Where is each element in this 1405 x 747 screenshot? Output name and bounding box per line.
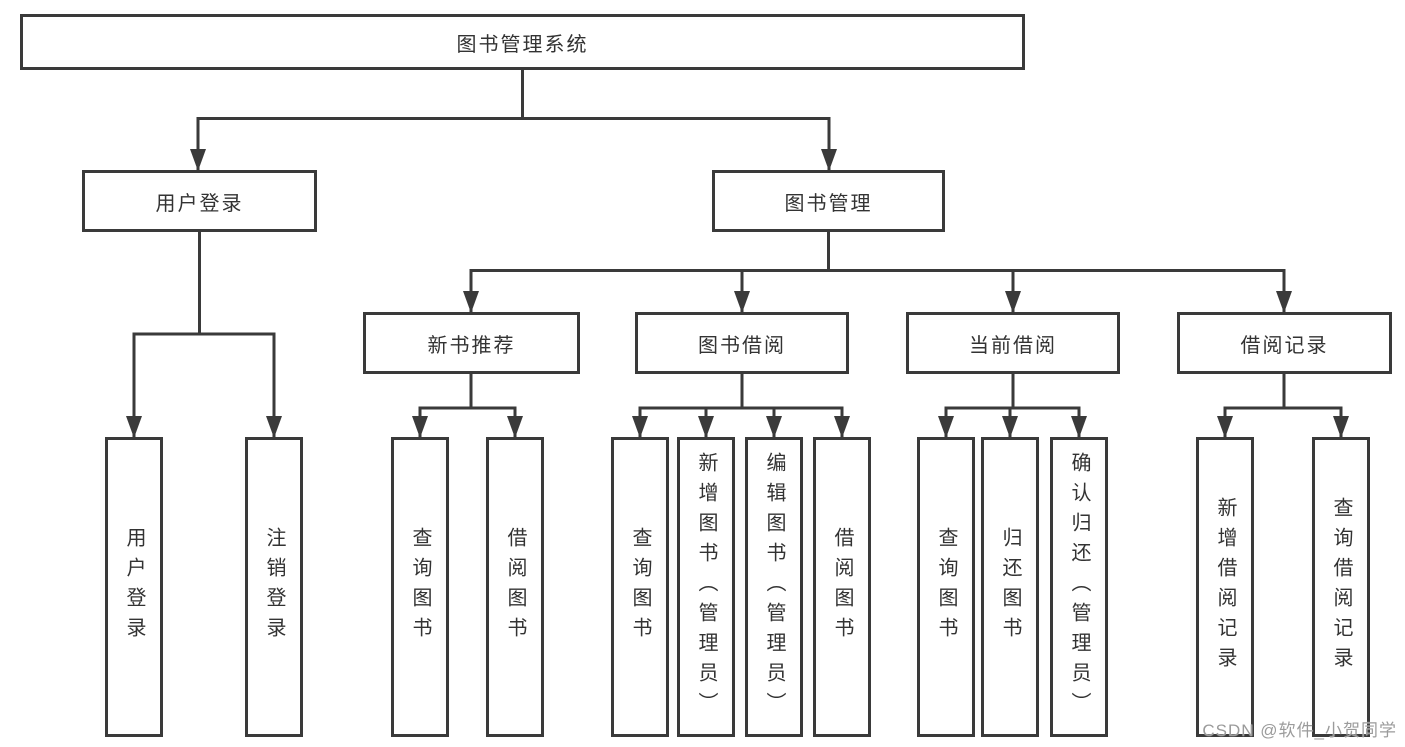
- node-new-book-recommendation: 新书推荐: [363, 312, 580, 374]
- leaf-borrowing-add-books-admin-label: 新增图书（管理员）: [695, 452, 717, 722]
- node-borrowing-records: 借阅记录: [1177, 312, 1392, 374]
- node-user-login-label: 用户登录: [155, 192, 244, 215]
- leaf-records-query-record-label: 查询借阅记录: [1330, 497, 1352, 677]
- leaf-records-query-record: 查询借阅记录: [1312, 437, 1370, 737]
- leaf-newbook-borrow-books-label: 借阅图书: [504, 527, 526, 647]
- leaf-borrowing-query-books-label: 查询图书: [629, 527, 651, 647]
- leaf-borrowing-add-books-admin: 新增图书（管理员）: [677, 437, 735, 737]
- leaf-logout-label: 注销登录: [263, 527, 285, 647]
- leaf-borrowing-borrow-books-label: 借阅图书: [831, 527, 853, 647]
- node-borrowing-records-label: 借阅记录: [1240, 334, 1329, 357]
- node-book-management-label: 图书管理: [784, 192, 873, 215]
- node-current-borrowing-label: 当前借阅: [969, 334, 1057, 357]
- leaf-borrowing-edit-books-admin-label: 编辑图书（管理员）: [763, 452, 785, 722]
- leaf-user-login: 用户登录: [105, 437, 163, 737]
- leaf-borrowing-borrow-books: 借阅图书: [813, 437, 871, 737]
- node-book-borrowing: 图书借阅: [635, 312, 849, 374]
- node-user-login: 用户登录: [82, 170, 317, 232]
- leaf-current-return-books: 归还图书: [981, 437, 1039, 737]
- csdn-watermark: CSDN @软件_小贺同学: [1202, 721, 1397, 740]
- leaf-current-confirm-return-admin-label: 确认归还（管理员）: [1068, 452, 1090, 722]
- leaf-records-add-record-label: 新增借阅记录: [1214, 497, 1236, 677]
- leaf-borrowing-edit-books-admin: 编辑图书（管理员）: [745, 437, 803, 737]
- leaf-logout: 注销登录: [245, 437, 303, 737]
- leaf-user-login-label: 用户登录: [123, 527, 145, 647]
- leaf-newbook-query-books-label: 查询图书: [409, 527, 431, 647]
- leaf-current-return-books-label: 归还图书: [999, 527, 1021, 647]
- node-book-management: 图书管理: [712, 170, 945, 232]
- leaf-records-add-record: 新增借阅记录: [1196, 437, 1254, 737]
- node-current-borrowing: 当前借阅: [906, 312, 1120, 374]
- leaf-newbook-borrow-books: 借阅图书: [486, 437, 544, 737]
- node-root: 图书管理系统: [20, 14, 1025, 70]
- leaf-current-query-books-label: 查询图书: [935, 527, 957, 647]
- leaf-newbook-query-books: 查询图书: [391, 437, 449, 737]
- leaf-current-query-books: 查询图书: [917, 437, 975, 737]
- node-new-book-recommendation-label: 新书推荐: [427, 334, 516, 357]
- node-root-label: 图书管理系统: [456, 33, 589, 56]
- node-book-borrowing-label: 图书借阅: [698, 334, 786, 357]
- leaf-borrowing-query-books: 查询图书: [611, 437, 669, 737]
- leaf-current-confirm-return-admin: 确认归还（管理员）: [1050, 437, 1108, 737]
